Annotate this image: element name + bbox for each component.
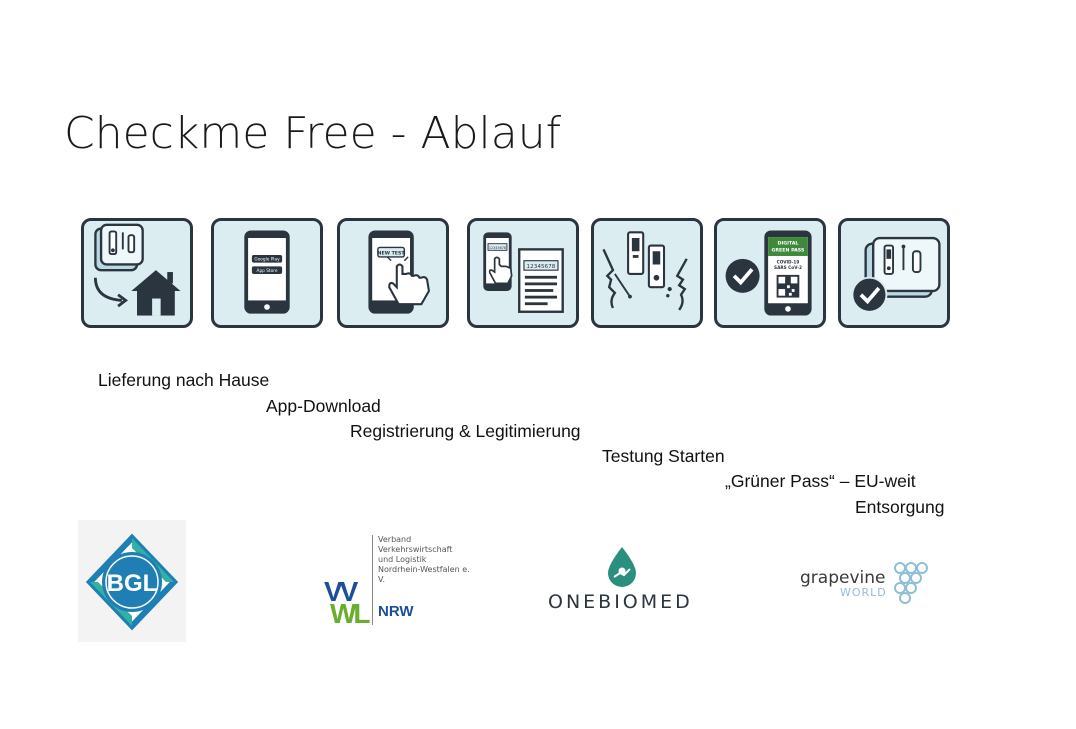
- grapevine-world-logo: grapevine WORLD: [800, 560, 940, 610]
- slide-title: Checkme Free - Ablauf: [64, 108, 562, 159]
- disposal-icon: [851, 236, 941, 313]
- droplet-icon: [608, 547, 636, 587]
- vvwl-mark-bottom: WL: [330, 598, 370, 629]
- pass-title-line1: DIGITAL: [778, 241, 799, 247]
- step-label-app-download: App-Download: [266, 396, 381, 416]
- id-number-small: 12345678: [489, 246, 506, 250]
- step-tile-delivery: [81, 218, 193, 328]
- id-document-icon: 12345678 12345678: [483, 232, 564, 313]
- app-store-badge: App Store: [257, 268, 278, 274]
- pass-subtitle-line2: SARS CoV-2: [774, 265, 802, 271]
- step-label-registration: Registrierung & Legitimierung: [350, 421, 581, 441]
- vvwl-mark-top: VV: [324, 576, 358, 607]
- bgl-logo: BGL: [78, 520, 186, 642]
- vvwl-org-line: Verband: [378, 535, 412, 544]
- app-download-icon: Google Play App Store: [244, 230, 290, 314]
- new-test-button: NEW TEST: [378, 251, 406, 257]
- test-kit-icon: [602, 231, 688, 311]
- grapevine-world-text: WORLD: [840, 586, 887, 599]
- vvwl-nrw-logo: Verband Verkehrswirtschaft und Logistik …: [322, 535, 472, 630]
- onebiomed-logo: ONEBIOMED: [546, 545, 706, 615]
- vvwl-region: NRW: [378, 603, 414, 620]
- grapevine-wordmark: grapevine: [800, 568, 886, 588]
- step-tile-green-pass: DIGITAL GREEN PASS COVID-19 SARS CoV-2: [714, 218, 826, 328]
- google-play-badge: Google Play: [254, 257, 280, 263]
- step-label-testing: Testung Starten: [602, 446, 725, 466]
- vvwl-org-line: und Logistik: [378, 555, 427, 564]
- pass-subtitle-line1: COVID-19: [777, 260, 800, 266]
- step-tile-testing: [591, 218, 703, 328]
- vvwl-org-line: Nordrhein-Westfalen e. V.: [378, 565, 470, 584]
- step-tile-disposal: [838, 218, 950, 328]
- registration-icon: NEW TEST: [368, 230, 431, 314]
- qr-code-icon: [776, 274, 800, 298]
- step-tile-legitimation: 12345678 12345678: [467, 218, 579, 328]
- vvwl-org-name: Verband Verkehrswirtschaft und Logistik …: [378, 535, 472, 585]
- onebiomed-wordmark: ONEBIOMED: [548, 591, 693, 613]
- id-number: 12345678: [527, 264, 556, 270]
- home-delivery-icon: [93, 223, 181, 316]
- vvwl-org-line: Verkehrswirtschaft: [378, 545, 453, 554]
- bgl-logo-text: BGL: [107, 570, 158, 597]
- step-tile-registration: NEW TEST: [337, 218, 449, 328]
- green-pass-icon: DIGITAL GREEN PASS COVID-19 SARS CoV-2: [725, 230, 812, 316]
- step-tile-app-download: Google Play App Store: [211, 218, 323, 328]
- grape-cluster-icon: [894, 562, 928, 604]
- step-label-delivery: Lieferung nach Hause: [98, 370, 270, 390]
- step-label-green-pass: „Grüner Pass“ – EU-weit: [725, 471, 916, 491]
- step-label-disposal: Entsorgung: [855, 497, 945, 517]
- pass-title-line2: GREEN PASS: [772, 247, 805, 253]
